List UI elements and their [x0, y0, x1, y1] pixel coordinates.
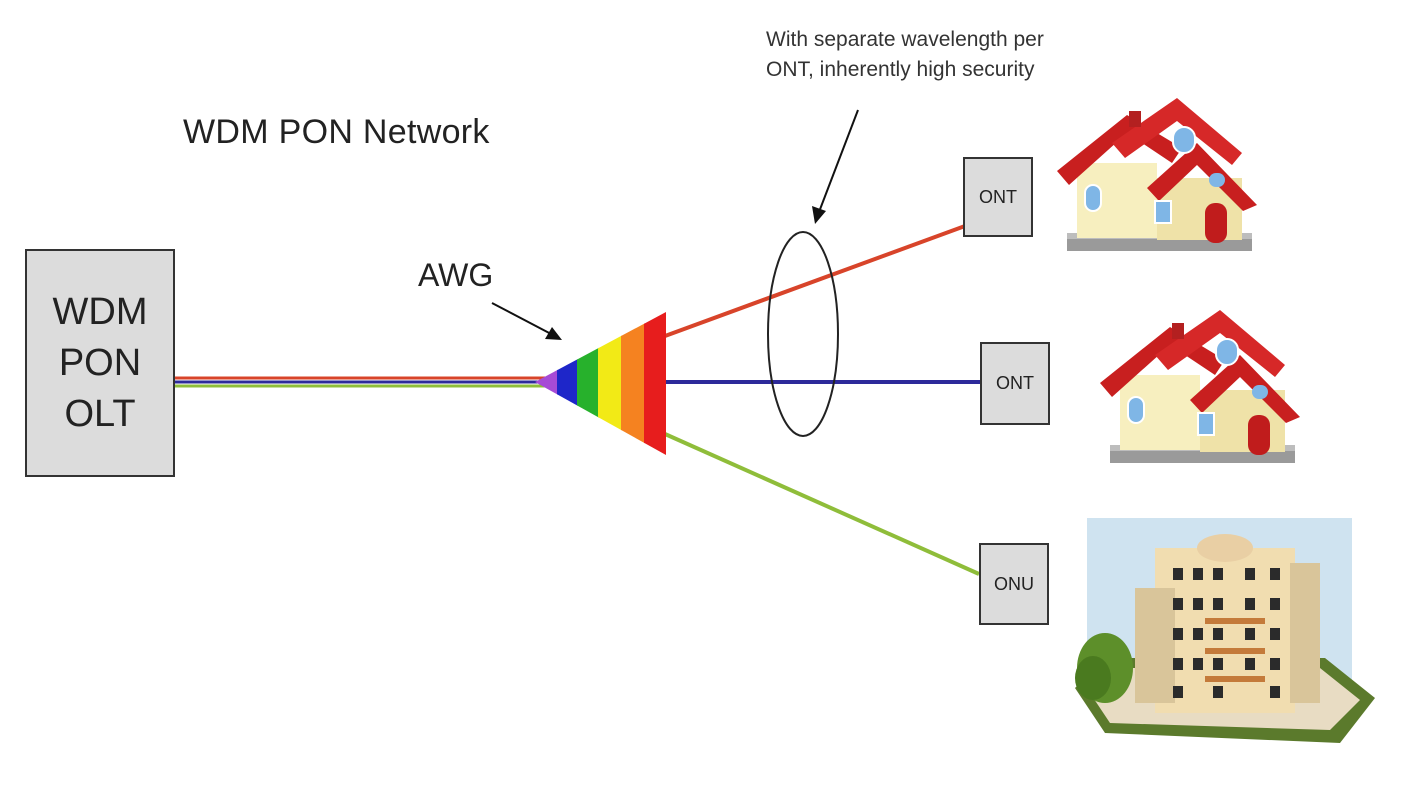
spectrum-stripe-green [577, 312, 599, 455]
ont-box-2: ONT [980, 342, 1050, 425]
awg-label: AWG [418, 257, 494, 293]
olt-line-3: OLT [64, 392, 136, 435]
wavelength-group-ellipse [767, 231, 839, 437]
awg-pointer-arrow [491, 302, 562, 340]
house-icon [1100, 310, 1300, 463]
spectrum-stripe-red [644, 312, 666, 455]
fiber-to-ont-1 [664, 224, 966, 338]
onu-box: ONU [979, 543, 1049, 625]
ont-box-1: ONT [963, 157, 1033, 237]
ont-2-label: ONT [996, 373, 1034, 393]
security-annotation: With separate wavelength per ONT, inhere… [766, 25, 1044, 85]
annotation-line-1: With separate wavelength per [766, 28, 1044, 51]
fiber-to-onu [664, 432, 980, 576]
onu-label: ONU [994, 573, 1034, 594]
olt-box: WDM PON OLT [25, 249, 175, 477]
olt-line-1: WDM [52, 290, 148, 333]
awg-prism [535, 312, 666, 455]
diagram-title: WDM PON Network [183, 113, 490, 151]
annotation-line-2: ONT, inherently high security [766, 58, 1035, 81]
apartment-building-icon [1075, 518, 1375, 743]
spectrum-stripe-yellow [598, 312, 622, 455]
trunk-fiber [175, 376, 545, 388]
olt-line-2: PON [58, 341, 142, 384]
annotation-arrow [812, 109, 859, 224]
house-icon [1057, 98, 1257, 251]
spectrum-stripe-orange [621, 312, 645, 455]
spectrum-stripe-blue [557, 312, 578, 455]
ont-1-label: ONT [979, 186, 1017, 207]
